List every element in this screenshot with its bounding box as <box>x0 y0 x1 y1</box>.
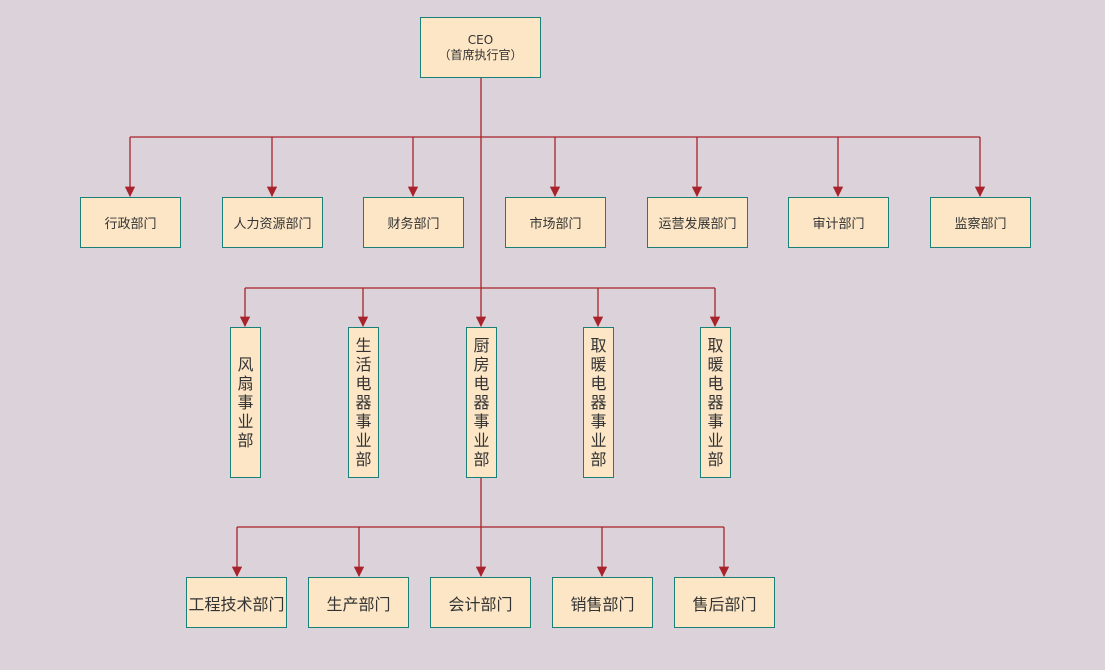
biz-label: 取暖电器事业部 <box>590 336 607 469</box>
ceo-title: CEO <box>467 32 494 47</box>
sub-label: 售后部门 <box>692 594 757 614</box>
biz-node-heating-1[interactable]: 取暖电器事业部 <box>583 327 614 478</box>
sub-node-engineering[interactable]: 工程技术部门 <box>186 577 287 628</box>
biz-node-home-appliance[interactable]: 生活电器事业部 <box>348 327 379 478</box>
sub-label: 工程技术部门 <box>188 594 285 614</box>
biz-label: 生活电器事业部 <box>355 336 372 469</box>
biz-node-kitchen[interactable]: 厨房电器事业部 <box>466 327 497 478</box>
biz-label: 厨房电器事业部 <box>473 336 490 469</box>
dept-label: 监察部门 <box>954 217 1007 232</box>
sub-node-accounting[interactable]: 会计部门 <box>430 577 531 628</box>
dept-node-hr[interactable]: 人力资源部门 <box>222 197 323 248</box>
dept-node-operations[interactable]: 运营发展部门 <box>647 197 748 248</box>
sub-node-sales[interactable]: 销售部门 <box>552 577 653 628</box>
sub-label: 会计部门 <box>448 594 513 614</box>
dept-node-marketing[interactable]: 市场部门 <box>505 197 606 248</box>
biz-node-fan[interactable]: 风扇事业部 <box>230 327 261 478</box>
dept-node-audit[interactable]: 审计部门 <box>788 197 889 248</box>
dept-node-supervision[interactable]: 监察部门 <box>930 197 1031 248</box>
sub-node-after-sales[interactable]: 售后部门 <box>674 577 775 628</box>
ceo-subtitle: （首席执行官） <box>438 47 523 62</box>
dept-node-finance[interactable]: 财务部门 <box>363 197 464 248</box>
sub-label: 销售部门 <box>570 594 635 614</box>
dept-label: 运营发展部门 <box>658 217 737 232</box>
ceo-node[interactable]: CEO （首席执行官） <box>420 17 541 78</box>
sub-label: 生产部门 <box>326 594 391 614</box>
biz-node-heating-2[interactable]: 取暖电器事业部 <box>700 327 731 478</box>
dept-label: 市场部门 <box>529 217 582 232</box>
biz-label: 风扇事业部 <box>237 355 254 450</box>
dept-label: 人力资源部门 <box>233 217 312 232</box>
dept-label: 财务部门 <box>387 217 440 232</box>
biz-label: 取暖电器事业部 <box>707 336 724 469</box>
dept-label: 行政部门 <box>104 217 157 232</box>
dept-label: 审计部门 <box>812 217 865 232</box>
dept-node-admin[interactable]: 行政部门 <box>80 197 181 248</box>
sub-node-production[interactable]: 生产部门 <box>308 577 409 628</box>
